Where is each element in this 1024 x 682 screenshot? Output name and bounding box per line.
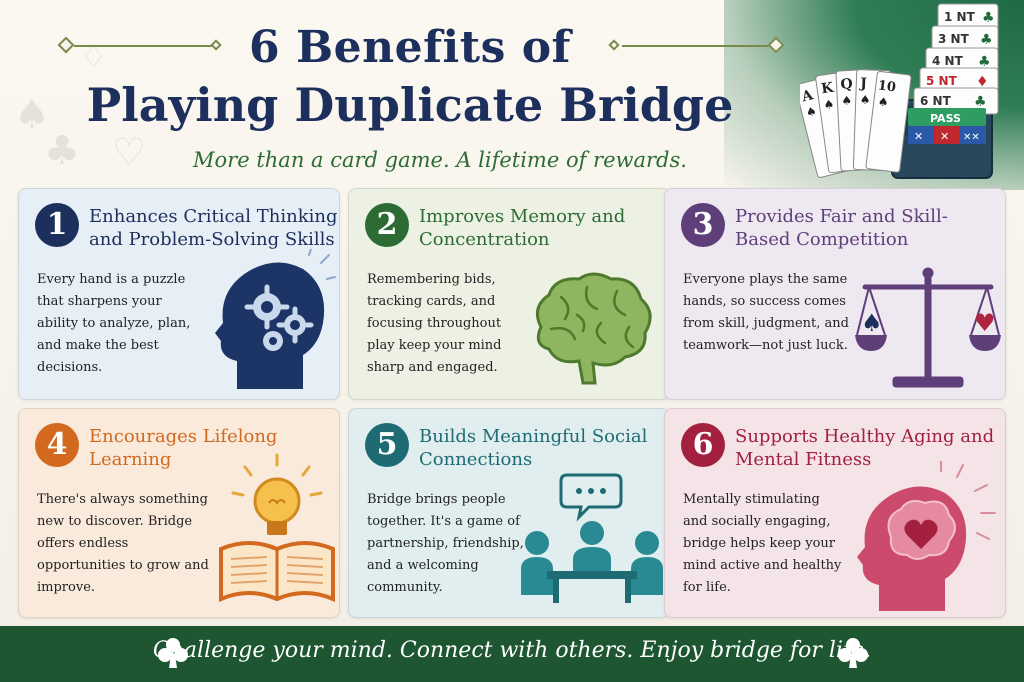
svg-text:♣: ♣ [974, 94, 987, 110]
heart-watermark-icon: ♡ [112, 130, 147, 174]
benefit-title: Encourages Lifelong Learning [89, 426, 278, 470]
benefit-title: Enhances Critical Thinking and Problem-S… [89, 206, 338, 250]
brain-icon [535, 272, 652, 385]
benefit-body: Everyone plays the same hands, so succes… [683, 272, 849, 353]
benefit-title: Supports Healthy Aging and Mental Fitnes… [735, 426, 995, 470]
benefit-number: 4 [35, 423, 79, 467]
benefit-title: Builds Meaningful Social Connections [419, 426, 648, 470]
bid-card-label: 5 NT [926, 74, 958, 88]
benefit-number: 1 [35, 203, 79, 247]
svg-text:♠: ♠ [877, 94, 889, 109]
footer-banner: Challenge your mind. Connect with others… [0, 626, 1024, 682]
title-line-1: 6 Benefits of [249, 22, 571, 73]
benefit-body: Remembering bids, tracking cards, and fo… [367, 272, 502, 375]
svg-text:♠: ♠ [804, 104, 818, 120]
benefit-card-3: 3 Provides Fair and Skill-Based Competit… [664, 188, 1006, 400]
svg-text:✕: ✕ [914, 130, 923, 143]
hand-card-ten: 10 ♠ [865, 70, 912, 173]
club-watermark-icon: ♣ [44, 128, 80, 174]
bid-card-label: 3 NT [938, 32, 970, 46]
bridge-cards-illustration: 1 NT ♣ 3 NT ♣ 4 NT ♣ 5 NT ♦ 6 NT ♣ [800, 3, 999, 179]
svg-text:♣: ♣ [982, 10, 995, 26]
hand-card-rank: A [800, 87, 816, 106]
svg-text:♦: ♦ [976, 74, 989, 90]
benefit-card-1: 1 Enhances Critical Thinking and Problem… [18, 188, 340, 400]
svg-text:♠: ♠ [860, 93, 871, 107]
benefit-title: Improves Memory and Concentration [419, 206, 626, 250]
benefit-card-5: 5 Builds Meaningful Social Connections B… [348, 408, 670, 618]
svg-text:♠: ♠ [861, 309, 883, 337]
svg-text:♣: ♣ [978, 54, 991, 70]
svg-text:♥: ♥ [974, 309, 996, 337]
benefit-number: 5 [365, 423, 409, 467]
hand-card-rank: J [858, 76, 868, 92]
hand-card-rank: K [820, 80, 835, 98]
head-gears-icon [215, 249, 336, 389]
bid-card-label: 4 NT [932, 54, 964, 68]
club-icon [838, 638, 868, 668]
footer-tagline: Challenge your mind. Connect with others… [152, 638, 872, 663]
bid-card-3nt: 3 NT ♣ [931, 25, 999, 53]
benefit-body: There's always something new to discover… [37, 492, 209, 595]
spade-watermark-icon: ♠ [14, 92, 50, 138]
svg-text:✕: ✕ [940, 130, 949, 143]
bid-card-label: PASS [930, 112, 961, 125]
club-icon [158, 638, 188, 668]
subtitle: More than a card game. A lifetime of rew… [193, 148, 687, 172]
bid-card-label: 1 NT [944, 10, 976, 24]
benefit-card-4: 4 Encourages Lifelong Learning There's a… [18, 408, 340, 618]
bid-card-6nt: 6 NT ♣ [913, 87, 999, 115]
benefit-number: 3 [681, 203, 725, 247]
svg-text:♠: ♠ [823, 97, 836, 112]
svg-text:✕✕: ✕✕ [963, 132, 980, 143]
svg-text:♣: ♣ [980, 32, 993, 48]
scales-icon: ♠ ♥ [855, 267, 1001, 388]
hand-card-rank: Q [840, 76, 853, 93]
hand-card-rank: 10 [877, 78, 897, 95]
benefit-body: Bridge brings people together. It's a ga… [367, 492, 524, 595]
title-deco-left [57, 36, 230, 56]
benefit-title: Provides Fair and Skill-Based Competitio… [735, 206, 948, 250]
head-heart-icon [857, 461, 996, 611]
bid-card-pass: PASS ✕ ✕ ✕✕ [908, 108, 986, 144]
benefit-number: 2 [365, 203, 409, 247]
benefit-card-2: 2 Improves Memory and Concentration Reme… [348, 188, 670, 400]
bid-card-label: 6 NT [920, 94, 952, 108]
title-deco-right [608, 36, 790, 56]
benefit-body: Mentally stimulating and socially engagi… [683, 492, 842, 595]
people-table-icon [521, 473, 663, 603]
benefit-body: Every hand is a puzzle that sharpens you… [37, 272, 191, 375]
book-lightbulb-icon [219, 453, 335, 603]
svg-text:♠: ♠ [841, 93, 852, 108]
benefit-card-6: 6 Supports Healthy Aging and Mental Fitn… [664, 408, 1006, 618]
title-line-2: Playing Duplicate Bridge [86, 78, 734, 132]
benefit-number: 6 [681, 423, 725, 467]
